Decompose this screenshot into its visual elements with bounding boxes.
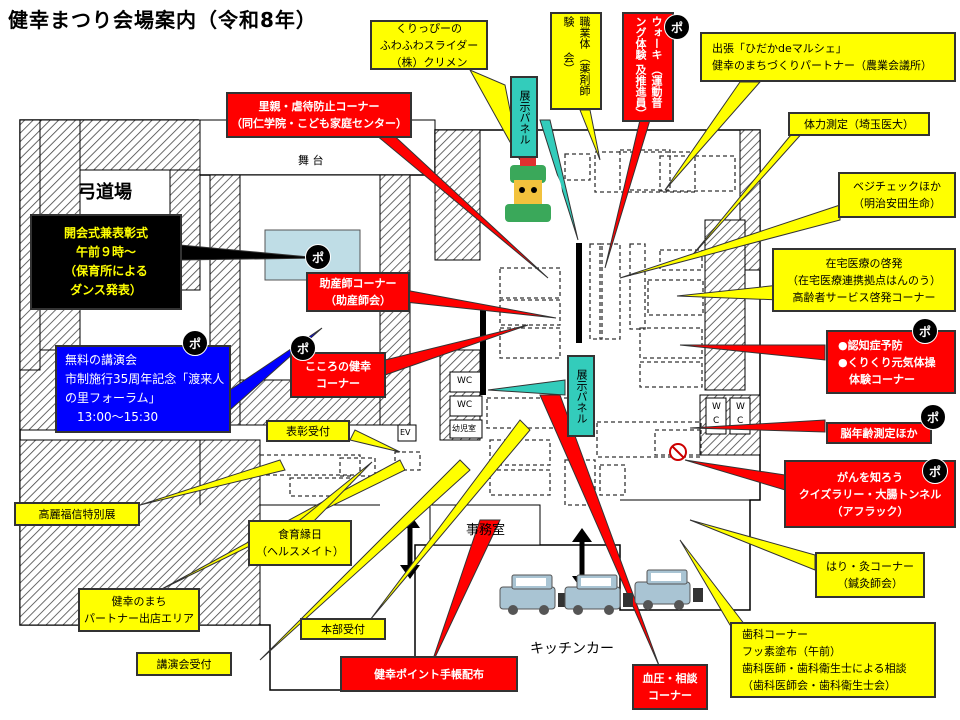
infant-room-label: 幼児室 bbox=[452, 424, 476, 433]
shika-callout: 歯科コーナーフッ素塗布（午前）歯科医師・歯科衛生士による相談（歯科医師会・歯科衛… bbox=[730, 622, 936, 698]
kitchen-car-2-icon bbox=[564, 574, 633, 615]
kitchen-car-1-icon bbox=[499, 574, 568, 615]
w-label-1: W bbox=[712, 402, 721, 412]
point-badge-gan: ポ bbox=[922, 458, 948, 484]
kitchen-car-3-icon bbox=[634, 569, 703, 610]
mascot-icon bbox=[494, 158, 562, 227]
vegecheck-callout: ベジチェックほか（明治安田生命） bbox=[838, 172, 956, 218]
page-title: 健幸まつり会場案内（令和8年） bbox=[8, 8, 317, 32]
partner-callout: 健幸のまちパートナー出店エリア bbox=[78, 588, 200, 632]
tenji-panel-callout-2: 展示パネル bbox=[567, 355, 595, 437]
stage-label: 舞 台 bbox=[298, 154, 324, 167]
hari-callout: はり・灸コーナー（鍼灸師会） bbox=[815, 552, 925, 598]
wc-label-2: WC bbox=[457, 400, 473, 410]
lecture-callout: 無料の講演会市制施行35周年記念「渡来人の里フォーラム」 13:00～15:30 bbox=[55, 345, 231, 433]
ninchisho-callout: ●認知症予防●くりくり元気体操 体験コーナー bbox=[826, 330, 956, 394]
kitchen-car-label: キッチンカー bbox=[530, 641, 614, 657]
archery-label: 弓道場 bbox=[78, 182, 132, 203]
point-badge-ninchisho: ポ bbox=[912, 318, 938, 344]
office-label: 事務室 bbox=[466, 523, 506, 538]
point-badge-nokenko: ポ bbox=[920, 404, 946, 430]
c-label-1: C bbox=[713, 416, 720, 426]
kokoro-callout: こころの健幸コーナー bbox=[290, 352, 386, 398]
tenji-panel-callout-1: 展示パネル bbox=[510, 76, 538, 158]
wc-label-1: WC bbox=[457, 376, 473, 386]
c-label-2: C bbox=[737, 416, 744, 426]
korai-callout: 高麗福信特別展 bbox=[14, 502, 140, 526]
no-entry-icon bbox=[669, 443, 687, 461]
w-label-2: W bbox=[736, 402, 745, 412]
shokugyo-callout: （薬剤師会）職業体験 bbox=[550, 12, 602, 110]
point-badge-walking: ポ bbox=[664, 14, 690, 40]
zaitaku-callout: 在宅医療の啓発（在宅医療連携拠点はんのう）高齢者サービス啓発コーナー bbox=[772, 248, 956, 312]
tairyoku-callout: 体力測定（埼玉医大） bbox=[788, 112, 930, 136]
honbu-callout: 本部受付 bbox=[300, 618, 386, 640]
nokenko-callout: 脳年齢測定ほか bbox=[826, 422, 932, 444]
marche-callout: 出張「ひだかdeマルシェ」健幸のまちづくりパートナー（農業会議所） bbox=[700, 32, 956, 82]
josanshi-callout: 助産師コーナー（助産師会） bbox=[306, 272, 410, 312]
point-badge-lecture: ポ bbox=[182, 330, 208, 356]
koenkai-callout: 講演会受付 bbox=[136, 652, 232, 676]
point-badge-ceremony: ポ bbox=[305, 244, 331, 270]
opening-ceremony-callout: 開会式兼表彰式午前９時～（保育所によるダンス発表） bbox=[30, 214, 182, 310]
hyosho-callout: 表彰受付 bbox=[266, 420, 350, 442]
ketsuatsu-callout: 血圧・相談コーナー bbox=[632, 664, 708, 710]
satooya-callout: 里親・虐待防止コーナー（同仁学院・こども家庭センター） bbox=[226, 92, 412, 138]
point-callout: 健幸ポイント手帳配布 bbox=[340, 656, 518, 692]
ev-label: EV bbox=[400, 428, 411, 437]
shokuiku-callout: 食育縁日（ヘルスメイト） bbox=[248, 520, 352, 566]
point-badge-kokoro: ポ bbox=[290, 335, 316, 361]
kurippy-slider-callout: くりっぴーのふわふわスライダー（株）クリメン bbox=[370, 20, 488, 70]
